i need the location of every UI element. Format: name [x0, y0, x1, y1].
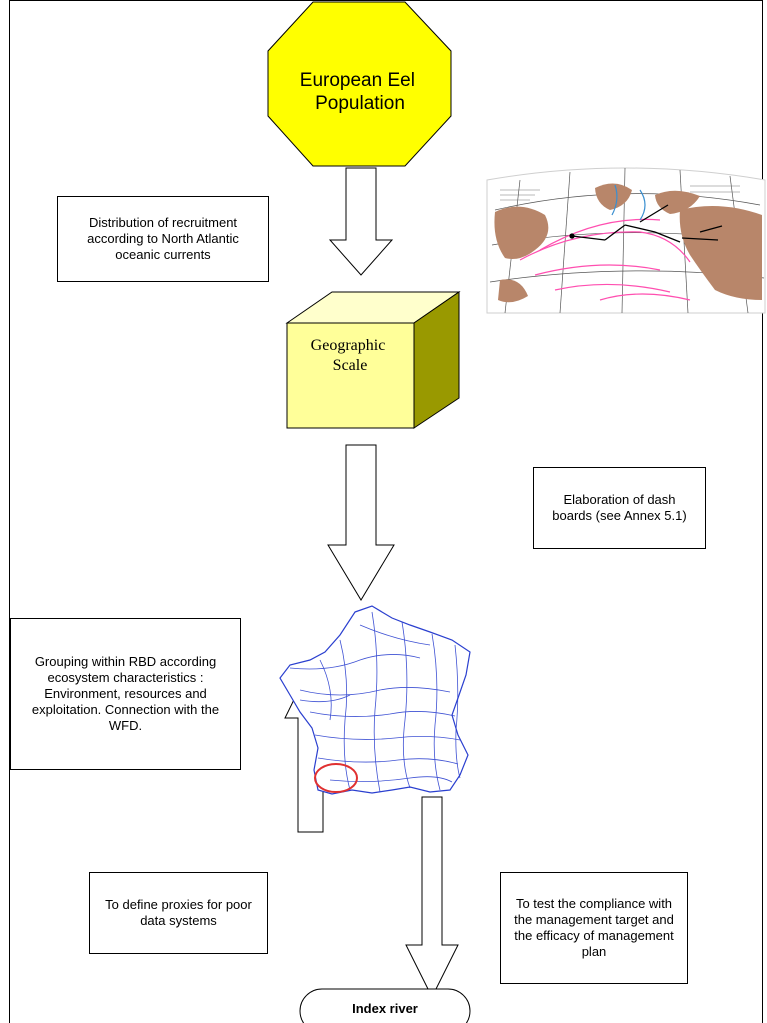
grouping-box: Grouping within RBD according ecosystem …	[10, 618, 241, 770]
dashboards-box: Elaboration of dash boards (see Annex 5.…	[533, 467, 706, 549]
compliance-box: To test the compliance with the manageme…	[500, 872, 688, 984]
highlighted-basin-ring	[314, 763, 358, 793]
arrow-down-1	[328, 167, 394, 276]
compliance-text: To test the compliance with the manageme…	[514, 896, 674, 959]
cube-label: Geographic Scale	[311, 337, 390, 374]
proxies-text: To define proxies for poor data systems	[105, 897, 252, 928]
dashboards-text: Elaboration of dash boards (see Annex 5.…	[552, 492, 687, 523]
arrow-down-3	[405, 796, 459, 999]
cube-front-face	[286, 322, 415, 429]
index-river-node	[299, 988, 471, 1023]
recruitment-box: Distribution of recruitment according to…	[57, 196, 269, 282]
france-river-network-map-image	[279, 605, 471, 795]
grouping-text: Grouping within RBD according ecosystem …	[31, 654, 220, 733]
proxies-box: To define proxies for poor data systems	[89, 872, 268, 954]
page-frame	[9, 0, 763, 1023]
index-river-label: Index river	[352, 1001, 418, 1016]
atlantic-currents-map-image	[486, 167, 766, 314]
population-octagon	[267, 1, 452, 167]
recruitment-text: Distribution of recruitment according to…	[87, 215, 239, 262]
population-octagon-label: European Eel Population	[300, 70, 420, 114]
arrow-down-2	[327, 444, 395, 601]
